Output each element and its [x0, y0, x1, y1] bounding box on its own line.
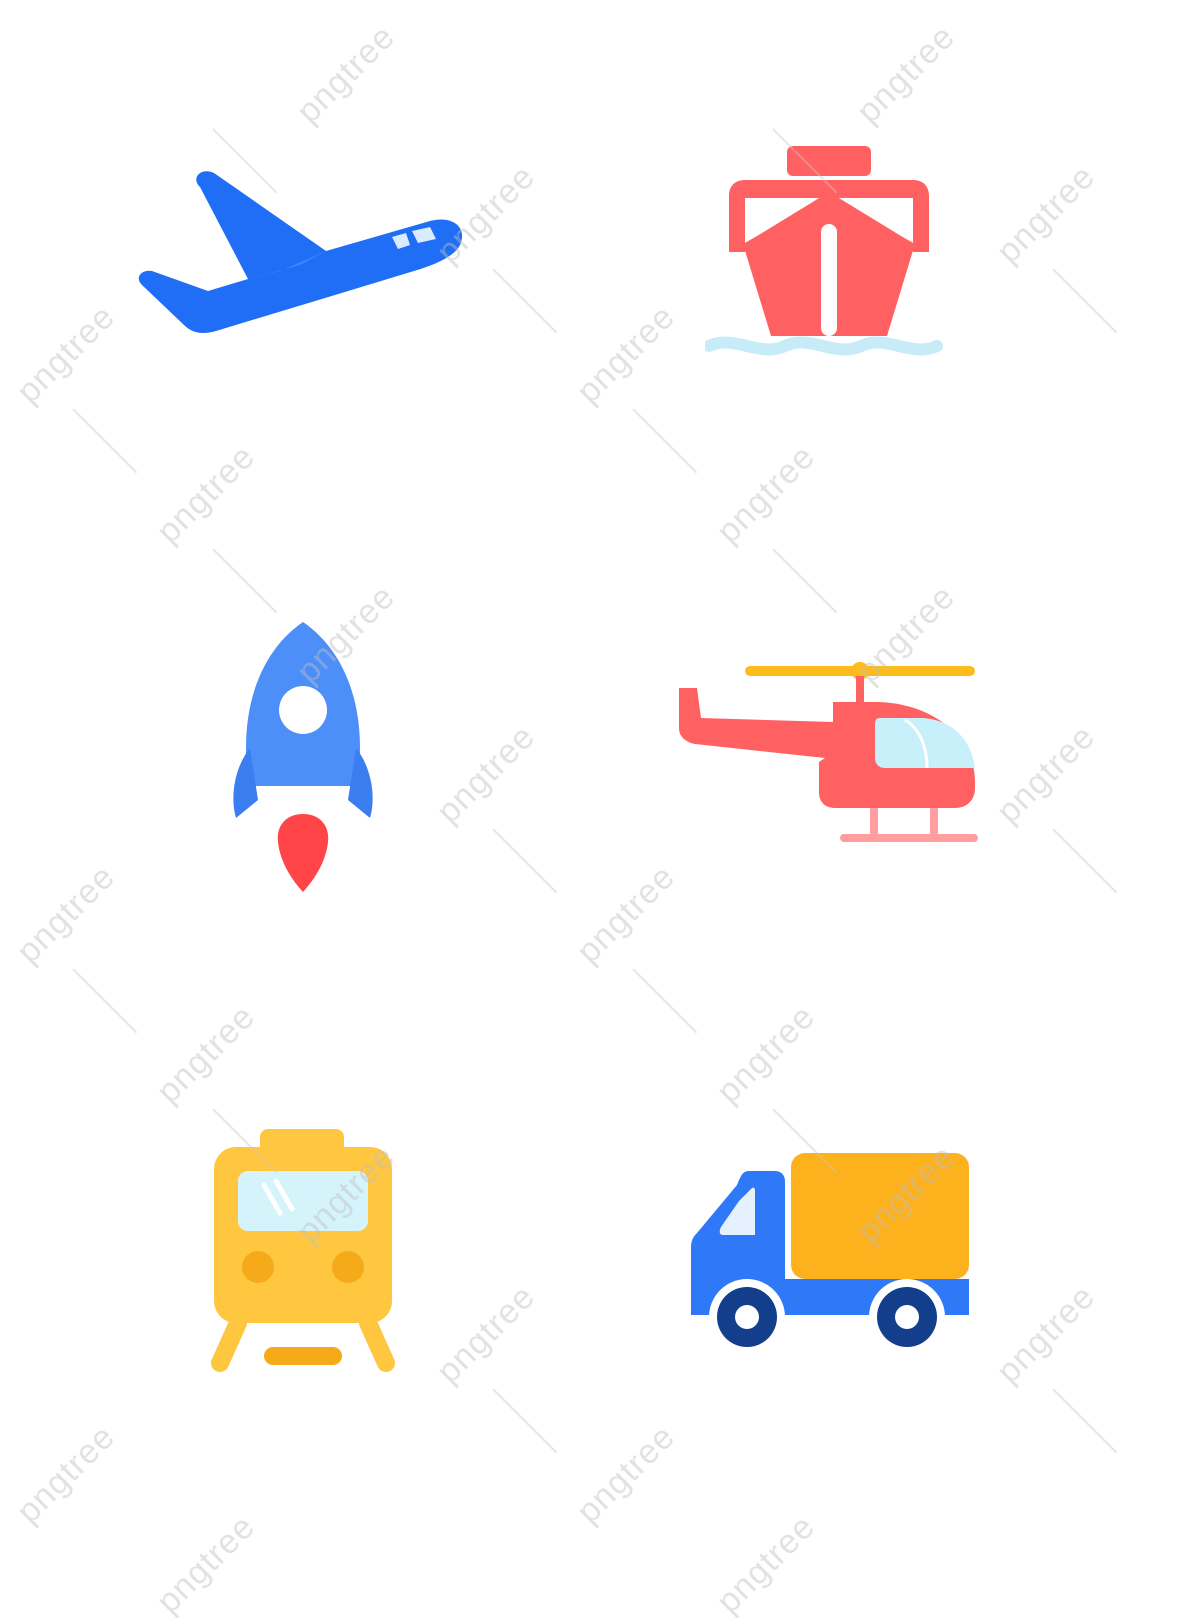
watermark-text: pngtree [149, 1507, 263, 1621]
watermark-text: pngtree [709, 997, 823, 1111]
airplane-icon [138, 171, 463, 333]
watermark-text: pngtree [569, 1417, 683, 1531]
watermark-line [212, 548, 278, 614]
watermark-line [72, 408, 138, 474]
watermark-text: pngtree [989, 1277, 1103, 1391]
watermark-line [1052, 828, 1118, 894]
watermark-line [72, 968, 138, 1034]
watermark-text: pngtree [989, 717, 1103, 831]
watermark-text: pngtree [149, 997, 263, 1111]
watermark-line [632, 968, 698, 1034]
rocket-icon [233, 622, 373, 892]
watermark-text: pngtree [9, 297, 123, 411]
watermark-text: pngtree [989, 157, 1103, 271]
watermark-line [772, 548, 838, 614]
helicopter-icon [679, 662, 978, 842]
watermark-text: pngtree [429, 717, 543, 831]
watermark-line [1052, 268, 1118, 334]
watermark-line [1052, 1388, 1118, 1454]
watermark-text: pngtree [849, 17, 963, 131]
watermark-line [492, 1388, 558, 1454]
watermark-text: pngtree [289, 17, 403, 131]
watermark-text: pngtree [9, 1417, 123, 1531]
watermark-line [632, 408, 698, 474]
watermark-text: pngtree [709, 437, 823, 551]
watermark-text: pngtree [149, 437, 263, 551]
watermark-text: pngtree [569, 297, 683, 411]
ship-icon [705, 146, 943, 356]
watermark-line [492, 268, 558, 334]
watermark-line [492, 828, 558, 894]
watermark-text: pngtree [569, 857, 683, 971]
truck-icon [691, 1153, 969, 1352]
watermark-text: pngtree [429, 1277, 543, 1391]
watermark-text: pngtree [9, 857, 123, 971]
watermark-text: pngtree [709, 1507, 823, 1621]
train-icon [211, 1129, 395, 1372]
